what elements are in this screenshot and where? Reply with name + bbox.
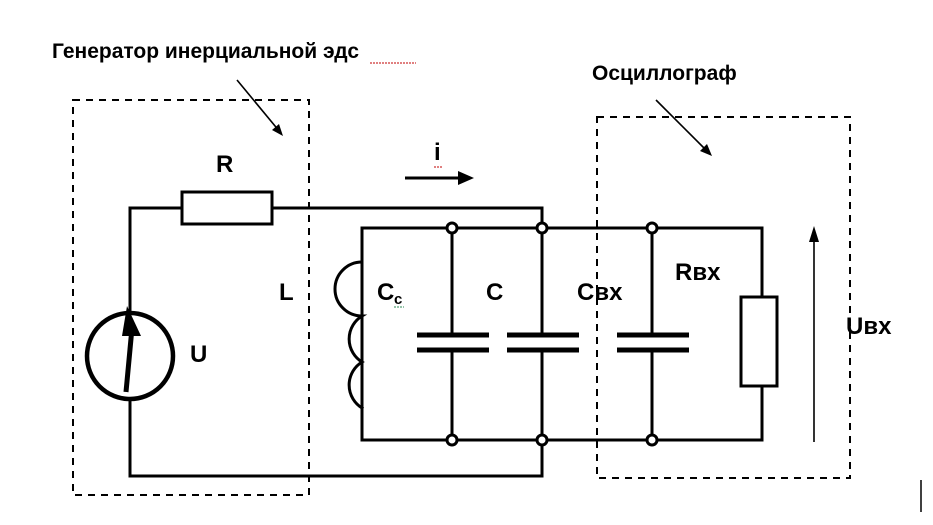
inductor-l (333, 260, 368, 411)
current-arrow (405, 171, 474, 185)
generator-caption: Генератор инерциальной эдс (52, 40, 359, 63)
label-u: U (190, 341, 207, 368)
bottom-bus (360, 384, 764, 442)
oscilloscope-pointer-arrow (655, 99, 712, 156)
voltage-source-u (84, 306, 176, 402)
generator-pointer-arrow (236, 79, 283, 136)
label-l: L (279, 279, 294, 306)
resistor-rin (739, 295, 779, 388)
oscilloscope-box (596, 116, 851, 479)
capacitor-cin (617, 221, 689, 447)
label-uin: Uвх (846, 313, 892, 340)
label-cc-subscript: c (394, 291, 402, 308)
generator-wiring (128, 206, 544, 478)
resistor-r (180, 190, 274, 226)
capacitor-cc (417, 221, 489, 447)
label-cin: Cвх (577, 279, 623, 306)
label-rin: Rвх (675, 259, 721, 286)
label-cc: C (377, 279, 394, 306)
label-r: R (216, 151, 233, 178)
oscilloscope-caption: Осциллограф (592, 62, 737, 85)
top-bus (360, 226, 764, 442)
capacitor-c (507, 221, 579, 447)
generator-box (72, 99, 310, 496)
uin-arrow (809, 226, 819, 442)
label-c: C (486, 279, 503, 306)
label-i: i (434, 139, 441, 166)
